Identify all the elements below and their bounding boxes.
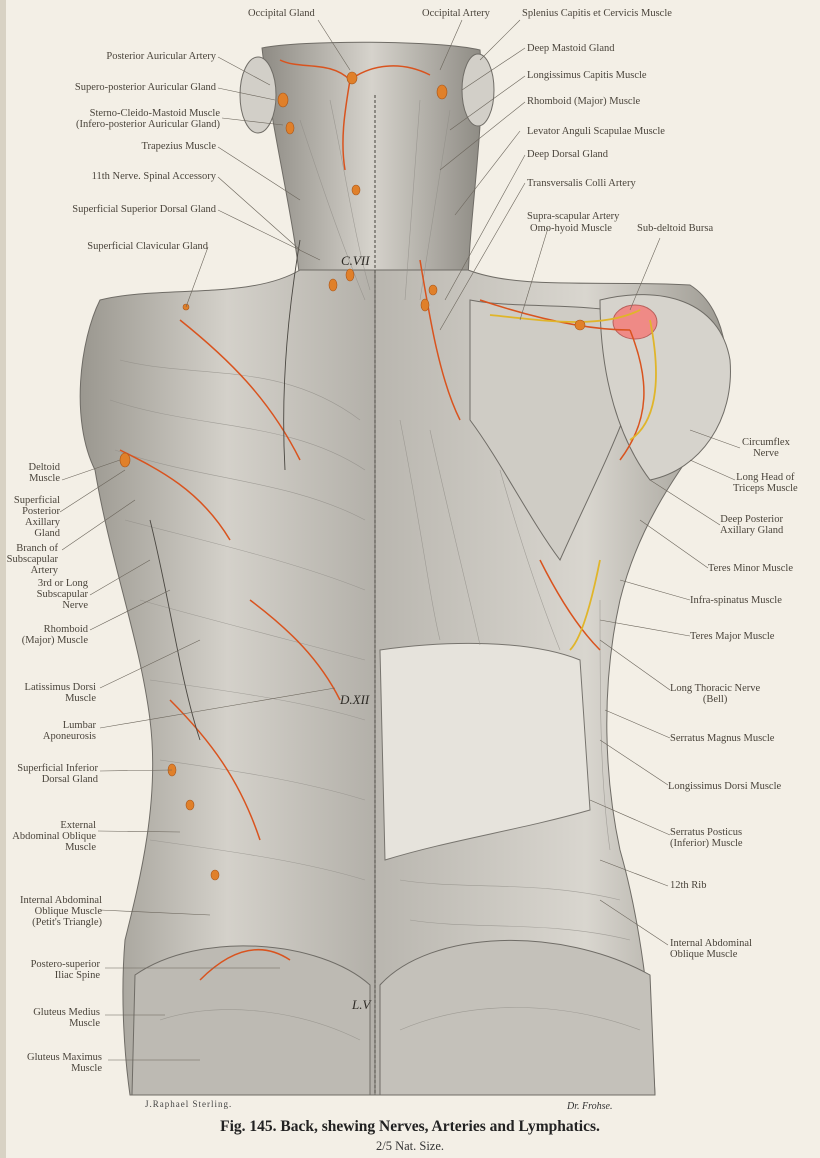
figure-scale: 2/5 Nat. Size. bbox=[375, 1139, 445, 1153]
leader-lines bbox=[59, 19, 741, 1061]
label-supra-scapular-artery: Supra-scapular Artery bbox=[527, 211, 620, 222]
label-splenius: Splenius Capitis et Cervicis Muscle bbox=[522, 8, 672, 19]
lymph-glands bbox=[119, 71, 586, 881]
label-lumbar-aponeurosis: Lumbar Aponeurosis bbox=[42, 720, 96, 742]
label-12th-rib: 12th Rib bbox=[670, 880, 707, 891]
artist-signature: Dr. Frohse. bbox=[567, 1101, 613, 1112]
label-spinal-accessory: 11th Nerve. Spinal Accessory bbox=[91, 171, 216, 182]
label-rhomboid-right: Rhomboid (Major) Muscle bbox=[527, 96, 641, 107]
label-superficial-posterior-axillary-gland: Superficial Posterior Axillary Gland bbox=[13, 495, 60, 539]
left-gluteus bbox=[131, 945, 371, 1096]
label-omo-hyoid: Omo-hyoid Muscle bbox=[530, 223, 612, 234]
label-superficial-superior-dorsal-gland: Superficial Superior Dorsal Gland bbox=[72, 204, 216, 215]
label-superficial-clavicular-gland: Superficial Clavicular Gland bbox=[87, 241, 208, 252]
right-shoulder-deltoid bbox=[599, 294, 731, 481]
label-long-thoracic-nerve: Long Thoracic Nerve (Bell) bbox=[670, 683, 761, 705]
label-longissimus-capitis: Longissimus Capitis Muscle bbox=[527, 70, 647, 81]
label-teres-major: Teres Major Muscle bbox=[690, 631, 775, 642]
left-ear bbox=[239, 56, 277, 134]
label-circumflex-nerve: Circumflex Nerve bbox=[742, 437, 790, 459]
label-deep-posterior-axillary-gland: Deep Posterior Axillary Gland bbox=[720, 514, 784, 536]
label-occipital-gland: Occipital Gland bbox=[248, 8, 315, 19]
label-supero-posterior-auricular-gland: Supero-posterior Auricular Gland bbox=[74, 82, 216, 93]
label-trapezius: Trapezius Muscle bbox=[141, 141, 216, 152]
label-external-abdominal-oblique: External Abdominal Oblique Muscle bbox=[12, 820, 96, 853]
vertebra-mark-c7: C.VII bbox=[341, 253, 370, 268]
label-gluteus-maximus: Gluteus Maximus Muscle bbox=[27, 1052, 102, 1074]
lumbar-aponeurosis bbox=[379, 642, 591, 861]
label-branch-subscapular-artery: Branch of Subscapular Artery bbox=[6, 543, 58, 576]
label-posterior-auricular-artery: Posterior Auricular Artery bbox=[106, 51, 216, 62]
muscle-fibers bbox=[109, 99, 641, 1041]
label-long-subscapular-nerve: 3rd or Long Subscapular Nerve bbox=[36, 578, 88, 611]
label-deep-dorsal-gland: Deep Dorsal Gland bbox=[527, 149, 609, 160]
vertebra-mark-l5: L.V bbox=[352, 997, 371, 1012]
label-occipital-artery: Occipital Artery bbox=[422, 8, 490, 19]
label-rhomboid-left: Rhomboid (Major) Muscle bbox=[21, 624, 88, 646]
page-edge bbox=[0, 0, 6, 1158]
label-longissimus-dorsi: Longissimus Dorsi Muscle bbox=[668, 781, 782, 792]
label-postero-superior-iliac-spine: Postero-superior Iliac Spine bbox=[30, 959, 100, 981]
figure-caption: Fig. 145. Back, shewing Nerves, Arteries… bbox=[220, 1118, 600, 1135]
label-infra-spinatus: Infra-spinatus Muscle bbox=[690, 595, 782, 606]
engraver-signature: J.Raphael Sterling. bbox=[145, 1099, 233, 1109]
right-gluteus bbox=[379, 939, 656, 1096]
label-gluteus-medius: Gluteus Medius Muscle bbox=[33, 1007, 100, 1029]
label-transversalis-colli-artery: Transversalis Colli Artery bbox=[527, 178, 636, 189]
right-ear bbox=[461, 53, 495, 127]
label-internal-abdominal-oblique-left: Internal Abdominal Oblique Muscle (Petit… bbox=[20, 895, 102, 928]
label-superficial-inferior-dorsal-gland: Superficial Inferior Dorsal Gland bbox=[17, 763, 98, 785]
label-deep-mastoid-gland: Deep Mastoid Gland bbox=[527, 43, 615, 54]
arteries bbox=[119, 59, 645, 981]
label-internal-abdominal-oblique-right: Internal Abdominal Oblique Muscle bbox=[670, 938, 752, 960]
label-teres-minor: Teres Minor Muscle bbox=[708, 563, 793, 574]
cutaneous-nerves bbox=[149, 239, 301, 741]
label-serratus-posticus-inferior: Serratus Posticus (Inferior) Muscle bbox=[670, 827, 743, 849]
label-sub-deltoid-bursa: Sub-deltoid Bursa bbox=[637, 223, 714, 234]
left-torso-superficial bbox=[79, 269, 376, 1096]
label-latissimus-dorsi: Latissimus Dorsi Muscle bbox=[24, 682, 96, 704]
label-serratus-magnus: Serratus Magnus Muscle bbox=[670, 733, 775, 744]
neck-region bbox=[261, 41, 482, 281]
label-levator-anguli-scapulae: Levator Anguli Scapulae Muscle bbox=[527, 126, 665, 137]
label-long-head-triceps: Long Head of Triceps Muscle bbox=[733, 472, 798, 494]
nerves bbox=[489, 309, 657, 651]
label-deltoid: Deltoid Muscle bbox=[28, 462, 61, 484]
vertebra-mark-d12: D.XII bbox=[340, 692, 370, 707]
label-sterno-cleido-mastoid: Sterno-Cleido-Mastoid Muscle (Infero-pos… bbox=[75, 108, 220, 130]
